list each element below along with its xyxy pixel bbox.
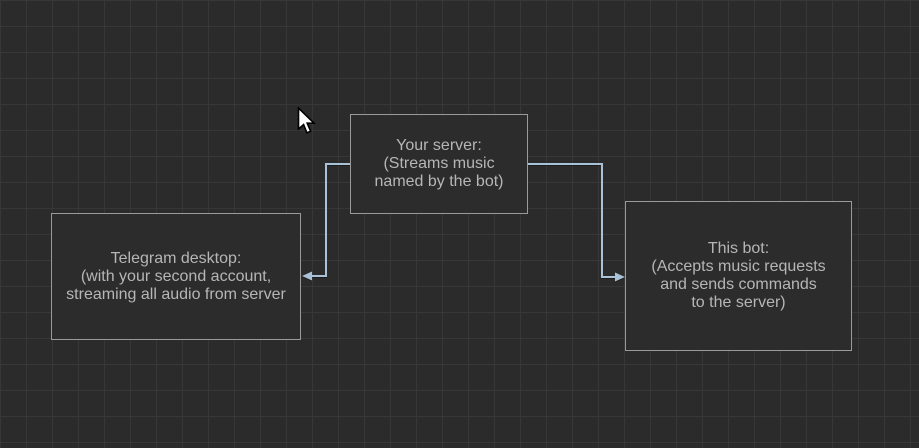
node-text-line: Telegram desktop:	[110, 249, 242, 267]
node-telegram-desktop[interactable]: Telegram desktop: (with your second acco…	[51, 213, 301, 340]
node-text-line: Your server:	[396, 137, 482, 154]
arrowhead-left-icon	[302, 271, 312, 281]
node-text-line: to the server)	[691, 294, 786, 311]
node-this-bot[interactable]: This bot: (Accepts music requests and se…	[625, 201, 852, 351]
mouse-cursor-icon	[297, 107, 316, 134]
arrowhead-right-icon	[615, 272, 625, 282]
node-text-line: (Streams music	[383, 155, 495, 172]
node-text-line: streaming all audio from server	[66, 285, 286, 303]
node-text-line: named by the bot)	[374, 173, 504, 190]
node-text-line: This bot:	[707, 240, 770, 257]
connector-server-to-bot[interactable]	[528, 163, 625, 282]
node-text-line: (with your second account,	[80, 267, 272, 285]
node-text-line: and sends commands	[660, 276, 817, 293]
node-your-server[interactable]: Your server: (Streams music named by the…	[350, 114, 528, 214]
connector-server-to-telegram[interactable]	[302, 163, 350, 281]
node-text-line: (Accepts music requests	[651, 258, 826, 275]
